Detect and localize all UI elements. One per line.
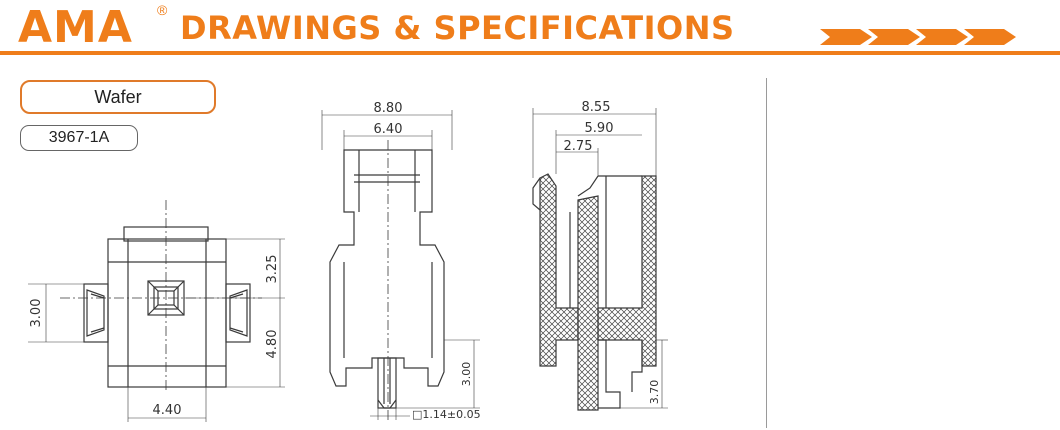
part-name-label: Wafer: [20, 80, 216, 114]
dim-section-pin-length: 3.70: [648, 380, 661, 405]
dim-front-width: 4.40: [153, 403, 182, 418]
dim-front-slot-height: 3.00: [29, 299, 44, 328]
dim-side-overall-width: 8.80: [374, 101, 403, 116]
header: AMA ® DRAWINGS & SPECIFICATIONS: [0, 0, 1060, 56]
part-code-label: 3967-1A: [20, 125, 138, 151]
vertical-divider: [766, 78, 767, 428]
front-view: [28, 200, 285, 422]
chevron-arrows-icon: [820, 29, 1016, 45]
dim-front-upper-height: 3.25: [265, 255, 280, 284]
dim-front-lower-height: 4.80: [265, 330, 280, 359]
section-view: [532, 108, 668, 411]
side-view: [321, 110, 480, 420]
registered-mark: ®: [157, 2, 168, 18]
brand-logo: AMA: [18, 2, 133, 53]
dim-section-small-width: 2.75: [564, 139, 593, 154]
dim-side-inner-width: 6.40: [374, 122, 403, 137]
dim-side-pin-square: □1.14±0.05: [412, 408, 481, 421]
dim-side-pin-length: 3.00: [460, 362, 473, 387]
dim-section-overall-width: 8.55: [582, 100, 611, 115]
dim-section-mid-width: 5.90: [585, 121, 614, 136]
header-rule: [0, 51, 1060, 55]
page-title: DRAWINGS & SPECIFICATIONS: [180, 9, 735, 47]
